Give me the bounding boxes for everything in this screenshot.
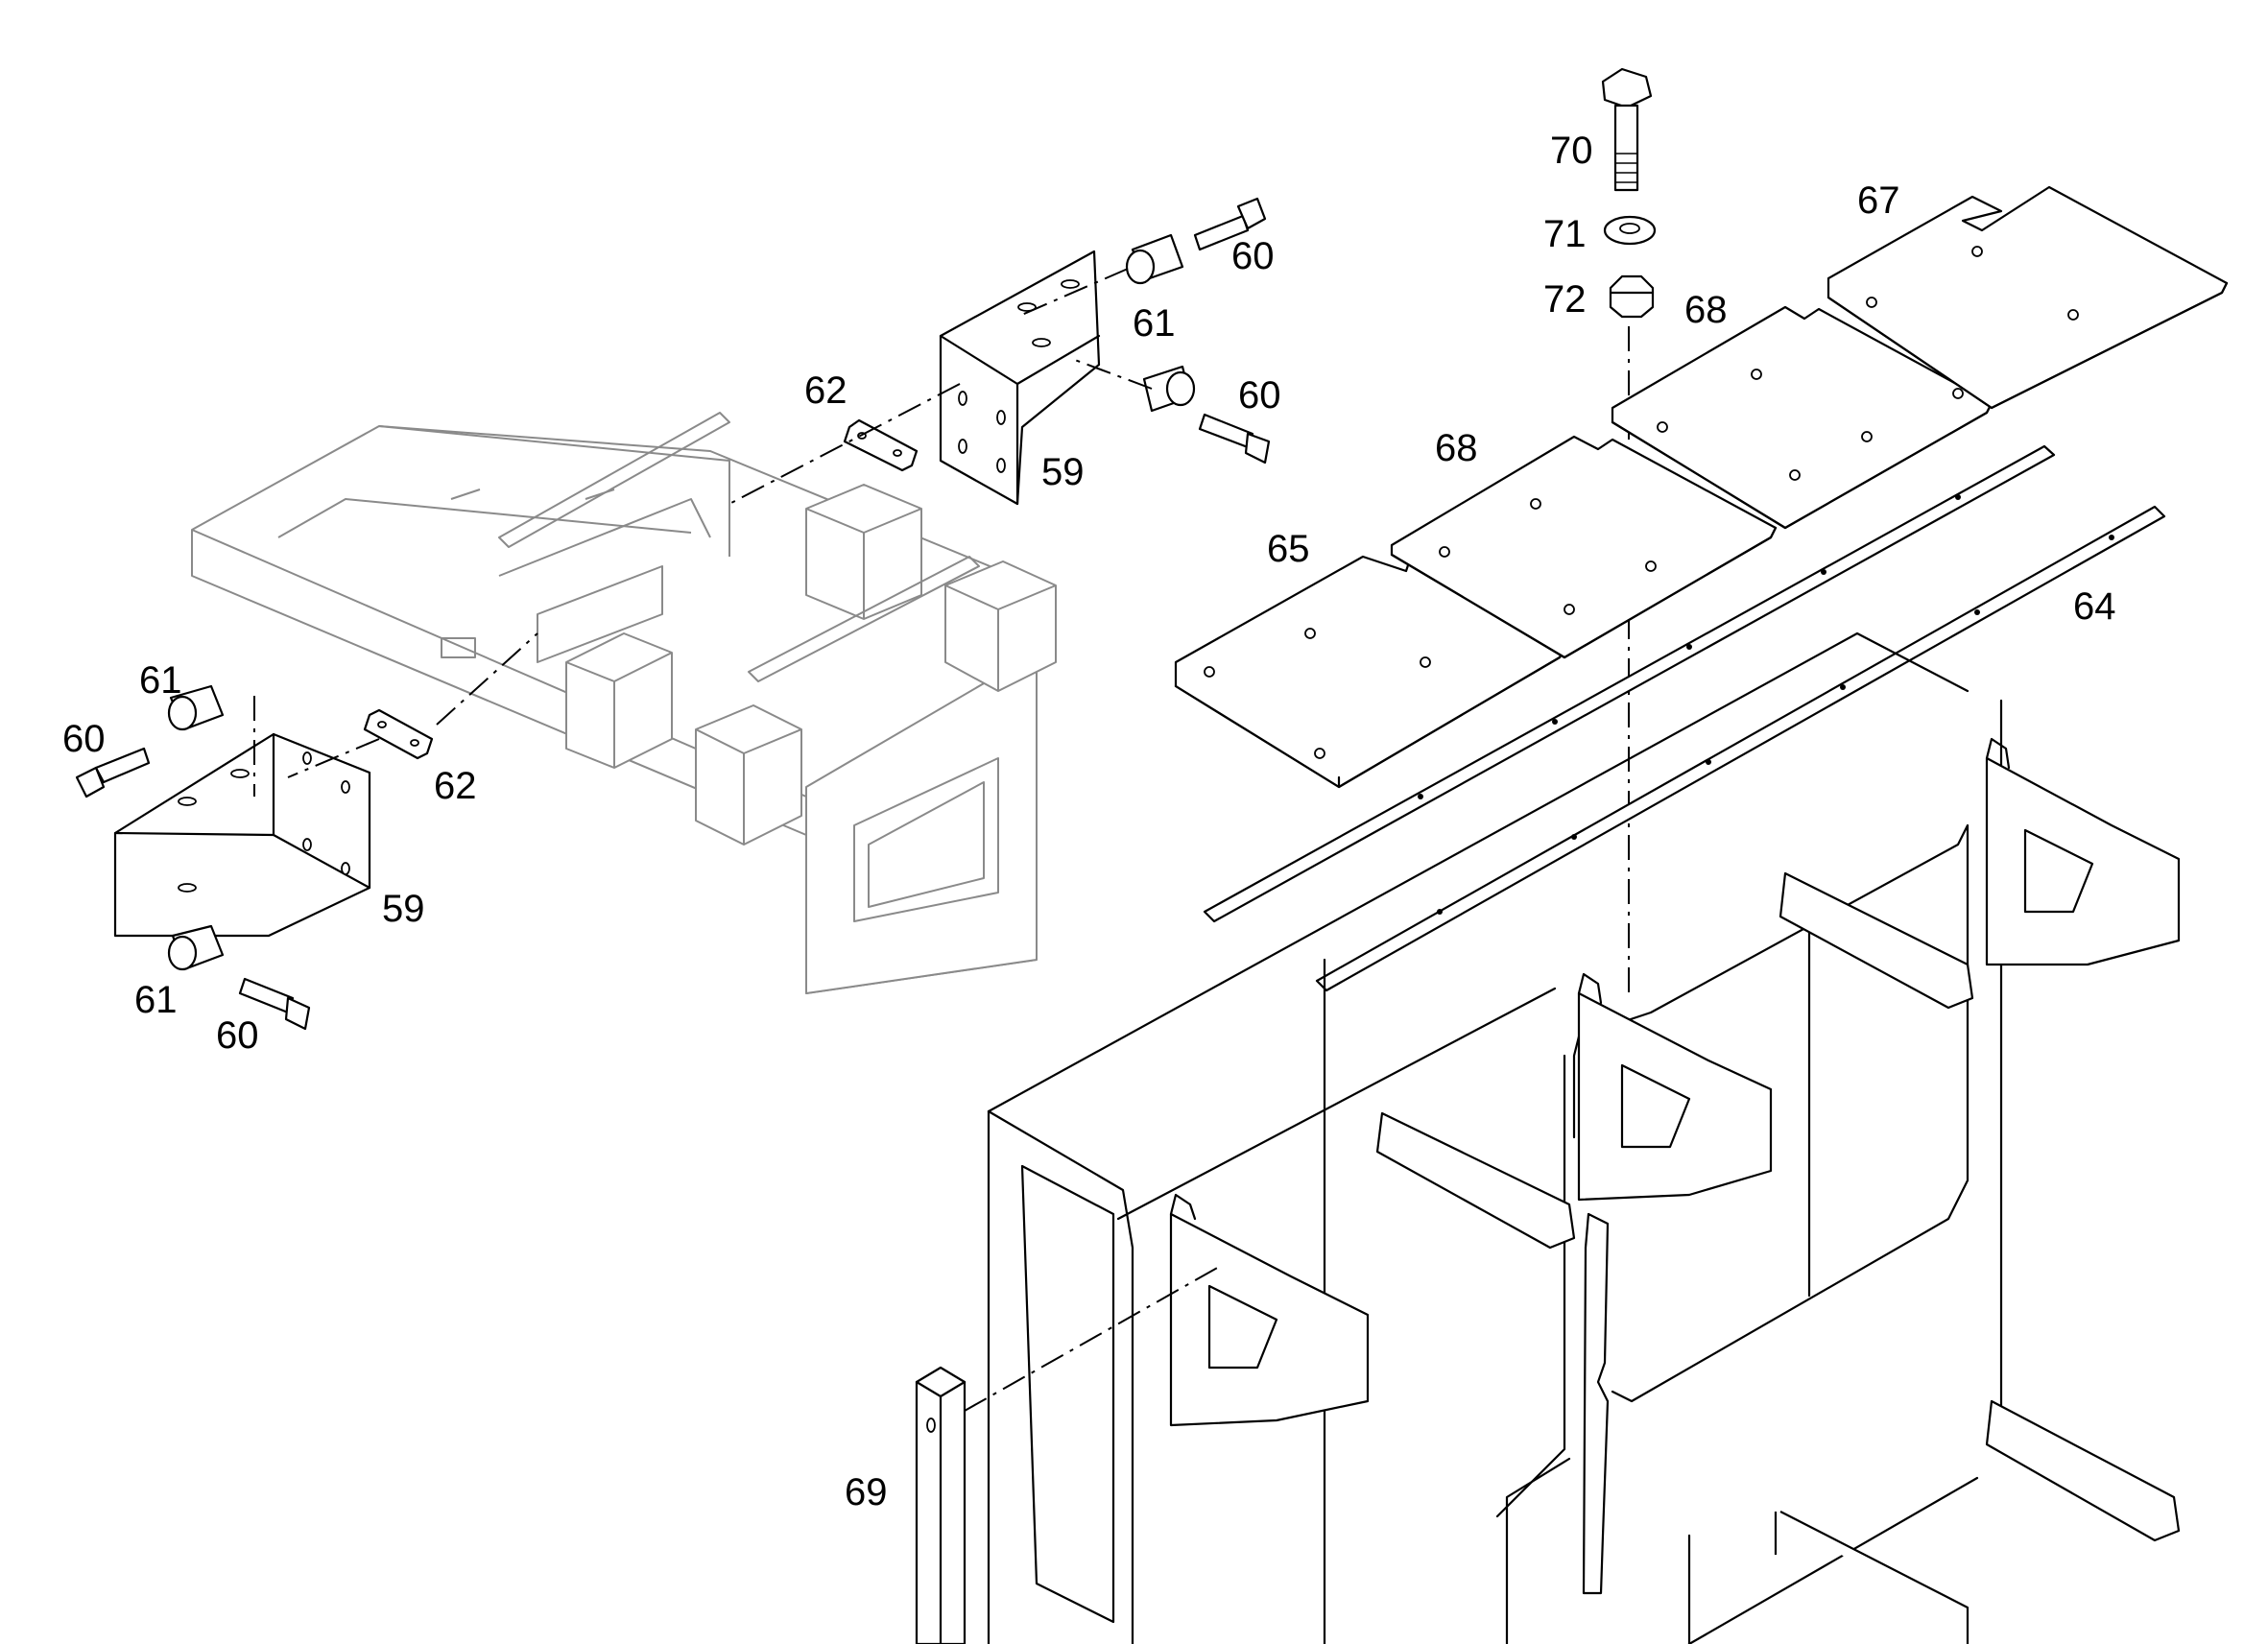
strips	[1203, 444, 2166, 992]
part-69-bar	[915, 1266, 1220, 1644]
callout-60-top-upper: 60	[1231, 235, 1275, 277]
callout-72: 72	[1543, 278, 1587, 321]
left-bracket-group	[75, 632, 538, 1031]
callout-62-left: 62	[434, 765, 477, 807]
mounting-frame-assembly	[191, 412, 1057, 994]
callout-60-top-lower: 60	[1238, 374, 1281, 417]
callout-62-top: 62	[804, 369, 848, 412]
callout-69: 69	[845, 1471, 888, 1513]
callout-labels: 70 71 72 67 68 68 65 64 60 61 60 62 59 6…	[62, 130, 2116, 1513]
gusset-brackets	[1169, 737, 2181, 1644]
callout-67: 67	[1857, 179, 1900, 222]
callout-59-left: 59	[382, 888, 425, 930]
callout-70: 70	[1550, 130, 1593, 172]
callout-64: 64	[2073, 585, 2116, 628]
cab-body	[987, 631, 2003, 1644]
callout-71: 71	[1543, 213, 1587, 255]
callout-60-left-upper: 60	[62, 718, 106, 760]
callout-61-top: 61	[1133, 302, 1176, 345]
callout-65: 65	[1267, 528, 1310, 570]
floor-plates	[1174, 185, 2229, 789]
callout-68-lower: 68	[1435, 427, 1478, 469]
callout-61-left-lower: 61	[134, 979, 178, 1021]
bolt-stack	[1601, 67, 1657, 998]
callout-68-upper: 68	[1684, 289, 1728, 331]
upper-bracket-group	[728, 197, 1271, 506]
callout-61-left-upper: 61	[139, 659, 182, 702]
callout-60-left-lower: 60	[216, 1014, 259, 1057]
callout-59-top: 59	[1041, 451, 1085, 493]
